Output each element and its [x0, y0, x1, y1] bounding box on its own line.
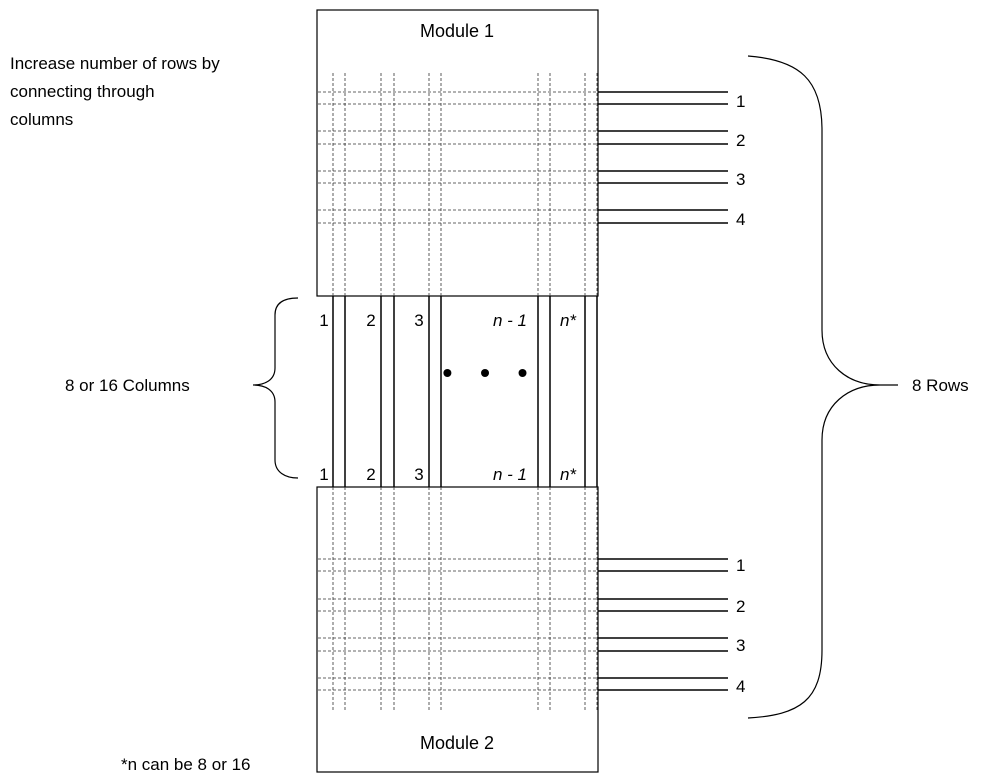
module-2-row-label-1: 1: [736, 556, 745, 575]
module-2-row-label-3: 3: [736, 636, 745, 655]
module-2-title: Module 2: [420, 733, 494, 753]
module-2-row-label-2: 2: [736, 597, 745, 616]
module-2-row-label-4: 4: [736, 677, 745, 696]
col-bottom-label-n: n*: [560, 465, 577, 484]
col-top-label-n-1: n - 1: [493, 311, 527, 330]
col-bottom-label-2: 2: [366, 465, 375, 484]
module-1-title: Module 1: [420, 21, 494, 41]
module-1-row-label-3: 3: [736, 170, 745, 189]
module-1-row-label-4: 4: [736, 210, 745, 229]
col-bottom-label-1: 1: [319, 465, 328, 484]
footnote: *n can be 8 or 16: [121, 755, 250, 774]
note-line-1: Increase number of rows by: [10, 54, 220, 73]
module-1-row-wires: [598, 91, 728, 224]
col-top-label-1: 1: [319, 311, 328, 330]
note-line-3: columns: [10, 110, 73, 129]
module-2-grid: [318, 487, 598, 712]
module-1-grid: [318, 73, 598, 296]
footnote-text: *n can be 8 or 16: [121, 755, 250, 774]
module-2-row-wires: [598, 558, 728, 691]
module-2-box: [316, 486, 599, 773]
col-bottom-label-3: 3: [414, 465, 423, 484]
rows-brace: [747, 55, 881, 719]
col-top-label-2: 2: [366, 311, 375, 330]
col-bottom-label-n-1: n - 1: [493, 465, 527, 484]
module-1-row-label-1: 1: [736, 92, 745, 111]
col-top-label-3: 3: [414, 311, 423, 330]
ellipsis-dots: • • •: [443, 357, 538, 388]
note-line-2: connecting through: [10, 82, 155, 101]
columns-brace-label: 8 or 16 Columns: [65, 376, 190, 395]
rows-brace-label: 8 Rows: [912, 376, 969, 395]
column-wires: [332, 296, 598, 487]
columns-brace: [252, 297, 299, 479]
module-1-row-label-2: 2: [736, 131, 745, 150]
module-1-box: [316, 9, 599, 297]
col-top-label-n: n*: [560, 311, 577, 330]
